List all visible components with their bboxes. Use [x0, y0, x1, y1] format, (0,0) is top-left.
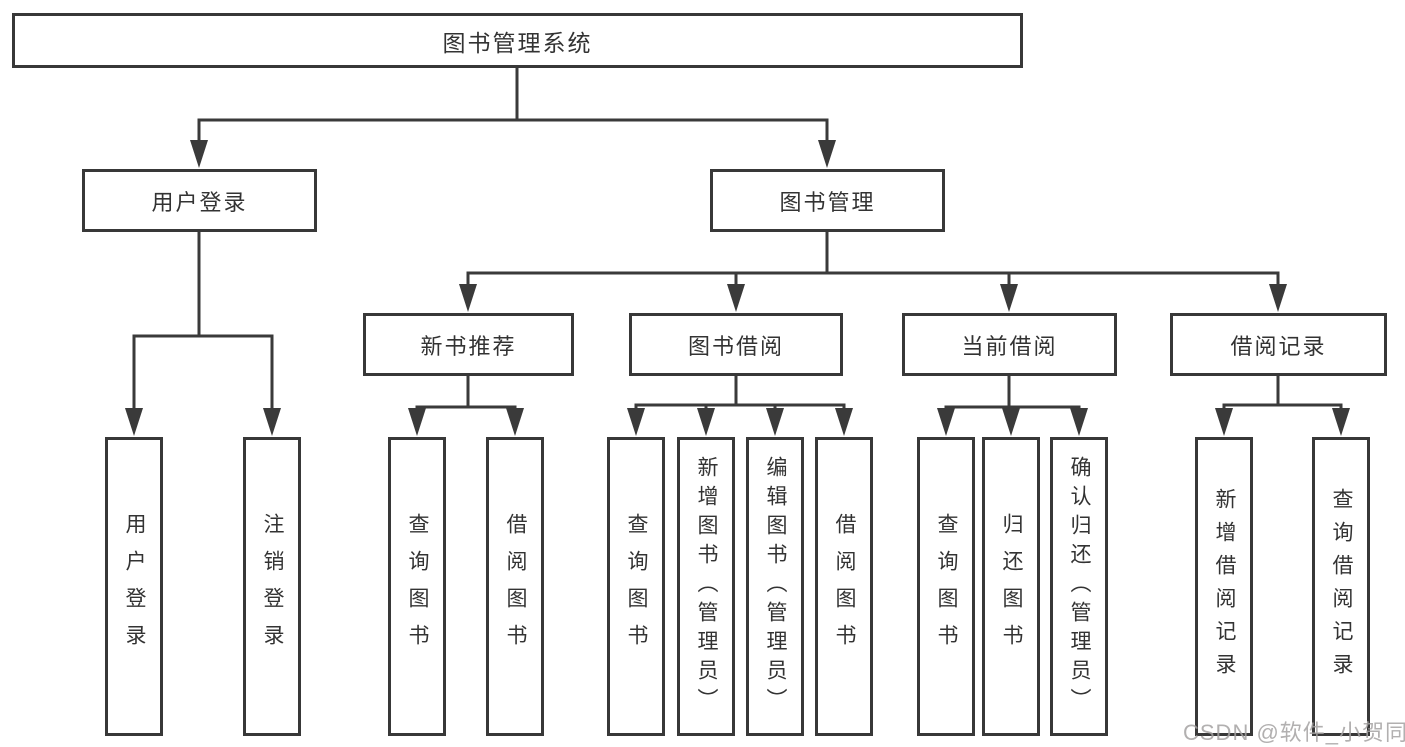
leaf-borrow-books-recommend: 借阅图书 [486, 437, 544, 736]
leaf-edit-book-admin: 编辑图书（管理员） [746, 437, 804, 736]
connector-borrow-records-branch [1215, 376, 1350, 436]
node-new-book-recommend: 新书推荐 [363, 313, 574, 376]
leaf-borrow-books-borrow: 借阅图书 [815, 437, 873, 736]
connector-root-to-level2 [190, 67, 836, 168]
connector-new-book-branch [408, 376, 524, 436]
node-system-root: 图书管理系统 [12, 13, 1023, 68]
leaf-confirm-return-admin: 确认归还（管理员） [1050, 437, 1108, 736]
csdn-watermark: CSDN @软件_小贺同学 [1183, 720, 1405, 745]
node-current-borrow: 当前借阅 [902, 313, 1117, 376]
node-book-management: 图书管理 [710, 169, 945, 232]
node-user-login: 用户登录 [82, 169, 317, 232]
leaf-add-borrow-record: 新增借阅记录 [1195, 437, 1253, 736]
node-borrow-records: 借阅记录 [1170, 313, 1387, 376]
leaf-return-book: 归还图书 [982, 437, 1040, 736]
leaf-user-login: 用户登录 [105, 437, 163, 736]
connector-user-login-branch [125, 232, 281, 436]
leaf-logout: 注销登录 [243, 437, 301, 736]
node-book-borrow: 图书借阅 [629, 313, 843, 376]
connector-book-borrow-branch [627, 376, 853, 436]
connector-book-management-branch [459, 232, 1287, 312]
leaf-query-books-current: 查询图书 [917, 437, 975, 736]
connector-current-borrow-branch [937, 376, 1088, 436]
leaf-add-book-admin: 新增图书（管理员） [677, 437, 735, 736]
leaf-query-borrow-record: 查询借阅记录 [1312, 437, 1370, 736]
leaf-query-books-borrow: 查询图书 [607, 437, 665, 736]
leaf-query-books-recommend: 查询图书 [388, 437, 446, 736]
